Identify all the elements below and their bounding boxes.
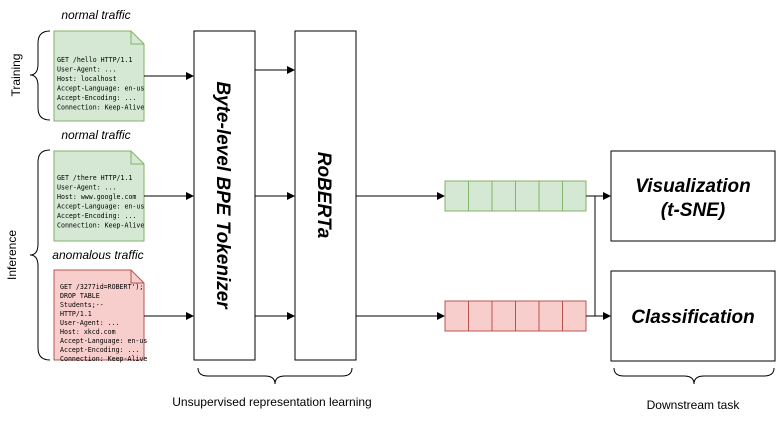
visualization-sublabel: (t-SNE) [661,200,725,221]
request-line: GET /hello HTTP/1.1 [57,56,132,64]
normal-request-document: GET /there HTTP/1.1 User-Agent: ... Host… [53,150,145,242]
request-line: User-Agent: ... [60,319,120,327]
anomalous-traffic-label: anomalous traffic [52,248,143,262]
downstream-brace [613,367,775,385]
request-line: Connection: Keep-Alive [60,355,147,363]
normal-traffic-label-training: normal traffic [61,8,130,22]
training-brace [29,30,51,121]
roberta-label: RoBERTa [313,152,334,239]
request-line: User-Agent: ... [57,66,117,74]
request-line: HTTP/1.1 [60,310,92,318]
request-line: Host: localhost [57,75,117,83]
normal-embedding-vector [444,180,587,212]
classification-label: Classification [631,307,755,328]
request-line: Host: xkcd.com [60,328,116,336]
request-line: Host: www.google.com [57,193,136,201]
training-request-document: GET /hello HTTP/1.1 User-Agent: ... Host… [53,30,145,122]
request-line: Accept-Encoding: ... [60,346,139,354]
unsupervised-brace [197,367,353,385]
anomalous-embedding-vector [444,300,587,332]
downstream-label: Downstream task [647,398,741,412]
request-line: DROP TABLE [60,292,100,300]
request-line: Connection: Keep-Alive [57,104,144,112]
classification-block [610,270,776,362]
anomalous-request-document: GET /3277id=ROBERT'); DROP TABLE Student… [53,269,147,363]
tokenizer-block [193,30,256,361]
request-line: Connection: Keep-Alive [57,222,144,230]
inference-label: Inference [5,230,19,280]
request-line: Accept-Language: en-us [57,203,144,211]
request-line: Students;-- [60,301,104,309]
request-line: GET /there HTTP/1.1 [57,174,132,182]
request-line: Accept-Language: en-us [60,337,147,345]
training-label: Training [9,54,23,97]
inference-brace [29,149,51,361]
request-line: GET /3277id=ROBERT'); [60,283,143,291]
visualization-block [610,150,776,242]
request-line: Accept-Language: en-us [57,85,144,93]
unsupervised-label: Unsupervised representation learning [172,395,371,409]
request-line: Accept-Encoding: ... [57,94,136,102]
request-line: User-Agent: ... [57,184,117,192]
request-line: Accept-Encoding: ... [57,212,136,220]
tokenizer-label: Byte-level BPE Tokenizer [212,81,233,310]
normal-traffic-label-inference: normal traffic [61,128,130,142]
visualization-label: Visualization [635,176,750,197]
